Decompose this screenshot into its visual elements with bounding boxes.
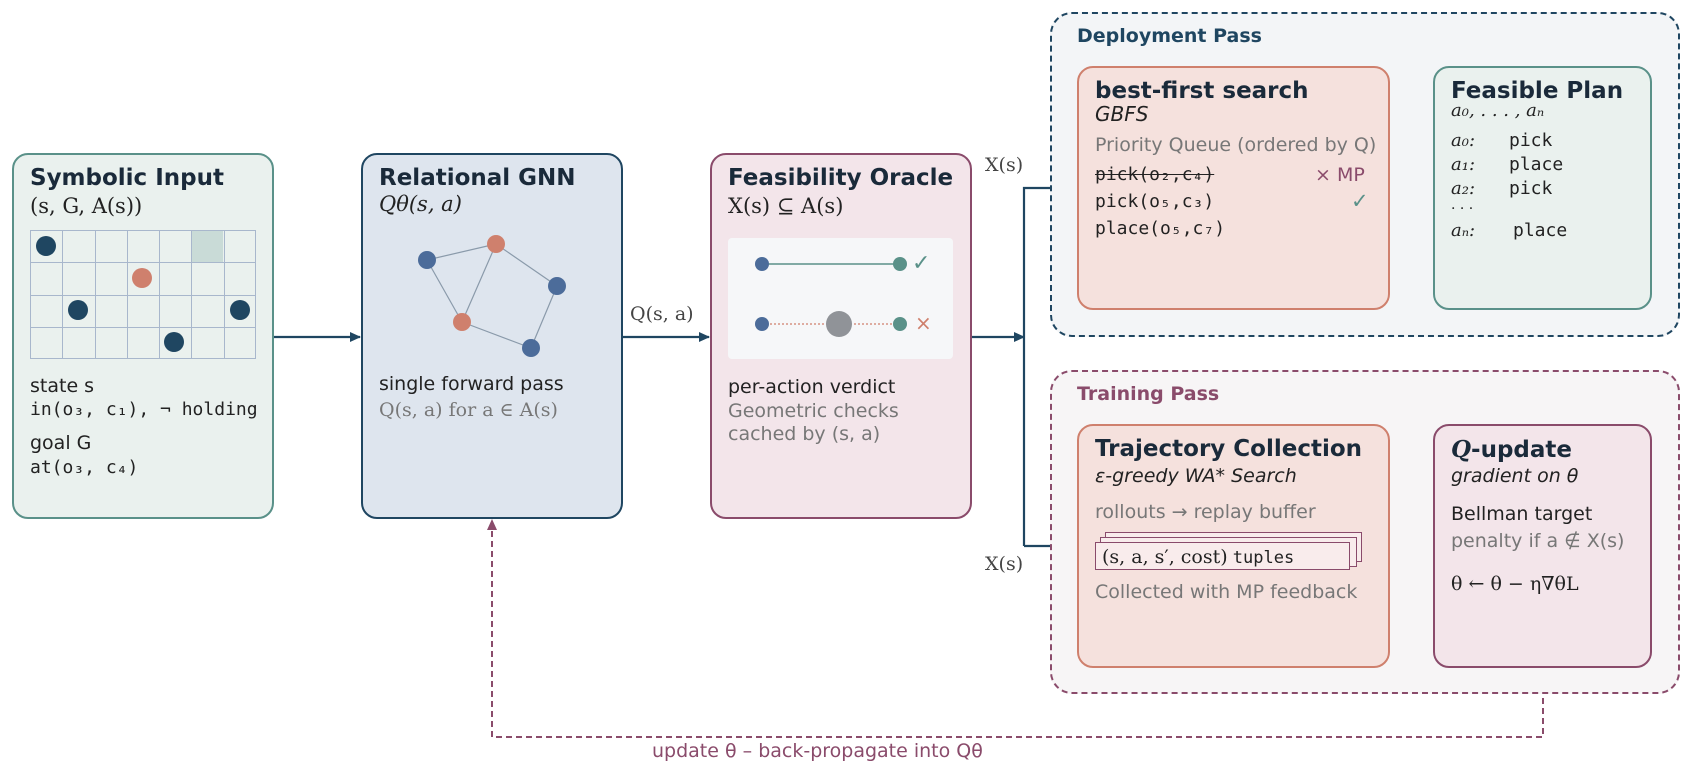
gnn-node-dot [453,313,471,331]
oracle-check-fail: × [915,311,932,335]
priority-queue-label: Priority Queue (ordered by Q) [1095,134,1377,156]
symbolic-input-title: Symbolic Input [30,165,224,191]
grid-object-dot [230,300,250,320]
grid-object-dot [36,236,56,256]
buffer-card-front: (s, a, s′, cost) tuples [1095,542,1350,570]
trajectory-line1: rollouts → replay buffer [1095,501,1316,523]
gnn-node-dot [548,277,566,295]
q-update-subtitle: gradient on θ [1451,465,1579,487]
q-update-title-text: -update [1471,437,1573,463]
q-update-line3: θ ← θ − η∇θL [1451,573,1579,595]
training-pass-title: Training Pass [1077,383,1220,405]
plan-title: Feasible Plan [1451,78,1624,104]
grid-object-dot [132,268,152,288]
plan-row-value: pick [1509,178,1553,199]
queue-item-pruned-tag: × MP [1315,164,1365,186]
q-update-line1: Bellman target [1451,503,1593,525]
search-subtitle: GBFS [1095,102,1149,126]
replay-buffer-stack: (s, a, s′, cost) tuples [1095,532,1363,574]
gnn-node-dot [522,339,540,357]
goal-label: goal G [30,432,92,454]
plan-row-key: a₀: [1451,130,1476,151]
plan-row-value: place [1509,154,1564,175]
state-label: state s [30,375,95,397]
goal-value: at(o₃, c₄) [30,457,139,478]
oracle-line3: cached by (s, a) [728,423,881,445]
edge-label-x-bottom: X(s) [985,553,1024,575]
plan-row-key: aₙ: [1451,220,1476,241]
search-title: best-first search [1095,78,1309,104]
edge-feedback-loop [487,519,1544,738]
feedback-label: update θ – back-propagate into Qθ [652,740,983,762]
relational-gnn-node [361,153,623,519]
gnn-node-dot [418,251,436,269]
plan-row-value: pick [1509,130,1553,151]
symbolic-input-node [12,153,274,519]
plan-list: a₀: pick a₁: place a₂: pick · · · aₙ: place [1451,130,1567,244]
gnn-title: Relational GNN [379,165,576,191]
edge-label-q: Q(s, a) [630,303,694,325]
gnn-subtitle: Qθ(s, a) [379,192,462,216]
path-start-dot [755,257,769,271]
oracle-line2: Geometric checks [728,400,899,422]
plan-row-key: · · · [1451,201,1474,217]
path-start-dot [755,317,769,331]
plan-row: a₀: pick [1451,130,1567,154]
plan-row: a₁: place [1451,154,1567,178]
best-first-search-node [1077,66,1390,310]
queue-item-next: place(o₅,c₇) [1095,218,1226,239]
oracle-line1: per-action verdict [728,376,896,398]
plan-row: · · · [1451,202,1567,220]
queue-item-feasible: pick(o₅,c₃) [1095,191,1215,212]
grid-world-illustration [30,230,256,359]
queue-item-feasible-tag: ✓ [1351,189,1369,213]
gnn-graph-illustration [418,235,566,357]
tuple-word: tuples [1232,548,1295,568]
gnn-line1: single forward pass [379,373,564,395]
path-end-dot [893,317,907,331]
grid-object-dot [164,332,184,352]
oracle-check-ok: ✓ [912,251,931,276]
plan-row: a₂: pick [1451,178,1567,202]
grid-goal-cell [191,231,223,262]
path-end-dot [893,257,907,271]
q-update-node [1433,424,1652,668]
q-update-title: Q-update [1451,436,1572,463]
trajectory-line2: Collected with MP feedback [1095,581,1358,603]
plan-subtitle: a₀, . . . , aₙ [1451,100,1545,121]
deployment-pass-title: Deployment Pass [1077,25,1262,47]
q-update-line2: penalty if a ∉ X(s) [1451,530,1625,552]
trajectory-title: Trajectory Collection [1095,436,1363,462]
feasible-plan-node [1433,66,1652,310]
symbolic-input-subtitle: (s, G, A(s)) [30,194,143,218]
trajectory-subtitle: ε-greedy WA* Search [1095,465,1297,487]
grid-object-dot [68,300,88,320]
gnn-node-dot [487,235,505,253]
plan-row-key: a₁: [1451,154,1476,175]
oracle-subtitle: X(s) ⊆ A(s) [728,194,844,218]
obstacle-dot [826,311,852,337]
plan-row-key: a₂: [1451,178,1476,199]
oracle-check-illustration [755,257,907,337]
plan-row: aₙ: place [1451,220,1567,244]
q-update-title-symbol: Q [1451,436,1472,463]
state-value: in(o₃, c₁), ¬ holding [30,399,258,420]
queue-item-pruned: pick(o₂,c₄) [1095,164,1215,185]
plan-row-value: place [1513,220,1568,241]
edge-label-x-top: X(s) [985,154,1024,176]
tuple-math: (s, a, s′, cost) [1102,546,1228,568]
oracle-title: Feasibility Oracle [728,165,954,191]
gnn-line2: Q(s, a) for a ∈ A(s) [379,399,558,421]
